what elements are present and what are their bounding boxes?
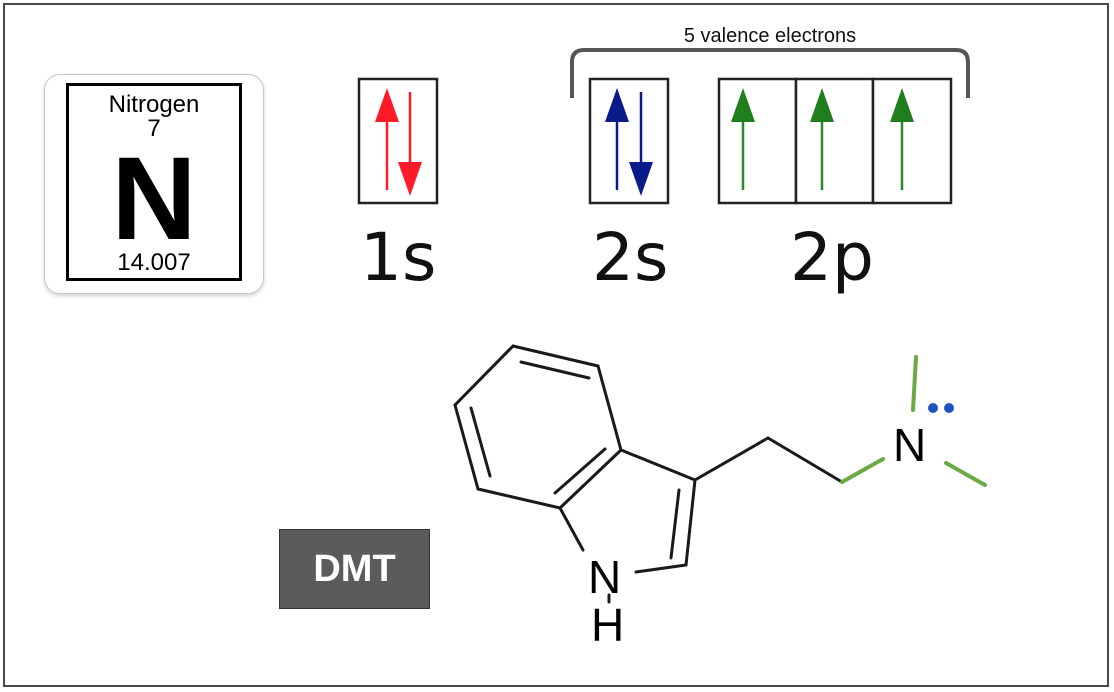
bond-benzene-double-2 [553, 447, 607, 495]
ring-nitrogen-label: N [588, 551, 622, 603]
bond-benzene-double-3 [469, 406, 492, 478]
bond-pyrrole-double [669, 488, 681, 560]
ring-hydrogen-label: H [591, 599, 625, 651]
orbital-box-2p-3 [871, 77, 953, 205]
bond-chain-2 [766, 436, 844, 484]
bond-pyrrole-3 [634, 563, 688, 574]
element-atomic-mass: 14.007 [117, 249, 191, 276]
orbital-label-2s: 2s [592, 219, 669, 296]
valence-label: 5 valence electrons [683, 25, 857, 47]
electron-arrow-1s-down [398, 92, 422, 196]
electron-arrow-1s-up [375, 88, 399, 190]
bond-pyrrole-1 [619, 448, 697, 482]
lone-pair-dot-1 [928, 403, 938, 413]
element-tile: Nitrogen 7 N 14.007 [66, 83, 242, 281]
electron-arrow-2p-2-up [810, 88, 834, 190]
bond-benzene-2 [596, 364, 623, 452]
bond-chain-1 [693, 436, 770, 482]
bond-amine-methyl-top [911, 355, 918, 412]
bond-benzene-6 [453, 344, 515, 407]
orbital-box-1s [357, 77, 439, 205]
bond-benzene-double-1 [519, 360, 591, 380]
orbital-box-2p-2 [794, 77, 875, 205]
electron-arrow-2s-down [629, 92, 653, 196]
bond-benzene-4 [476, 487, 562, 510]
orbital-box-2s [588, 77, 670, 205]
bond-benzene-1 [511, 344, 600, 368]
electron-arrow-2s-up [605, 88, 629, 190]
electron-arrow-2p-1-up [731, 88, 755, 190]
dmt-badge: DMT [279, 529, 430, 609]
amine-nitrogen-label: N [893, 419, 927, 471]
bond-amine-methyl-right [944, 461, 987, 487]
bond-benzene-3 [558, 448, 623, 510]
lone-pair-dot-2 [944, 403, 954, 413]
bond-chain-to-amine [840, 457, 885, 484]
orbital-label-1s: 1s [360, 219, 437, 296]
bond-pyrrole-2 [684, 478, 697, 567]
bond-benzene-5 [453, 403, 480, 491]
element-tile-card [44, 74, 264, 294]
element-name: Nitrogen [108, 91, 200, 118]
diagram-frame [3, 3, 1109, 687]
valence-bracket [570, 48, 970, 98]
element-atomic-number: 7 [147, 115, 161, 142]
bond-pyrrole-4 [558, 506, 585, 552]
element-symbol: N [111, 133, 197, 265]
orbital-label-2p: 2p [790, 219, 874, 296]
electron-arrow-2p-3-up [890, 88, 914, 190]
